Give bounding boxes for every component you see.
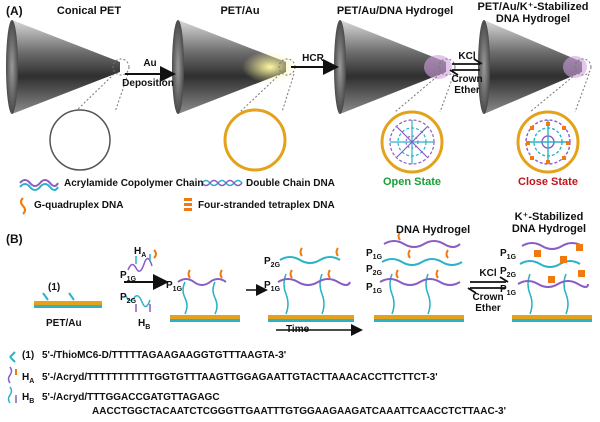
seq-hb-1: 5'-/Acryd/TTTGGACCGATGTTAGAGC	[42, 392, 220, 403]
ha-label: HA	[134, 246, 147, 259]
panel-b-label: (B)	[6, 232, 23, 246]
substrate-2	[170, 269, 240, 322]
title-pet-au: PET/Au	[220, 5, 260, 17]
p1g-label-2: P1G	[166, 280, 183, 293]
seq-ha-icon	[7, 366, 17, 384]
seq-1-icon	[9, 351, 16, 363]
open-state-label: Open State	[382, 176, 442, 188]
panel-a-label: (A)	[6, 4, 23, 18]
inset-gold-channel	[223, 108, 287, 172]
title-k-stabilized-1: PET/Au/K⁺-Stabilized	[477, 1, 589, 13]
arrow-crown-label: Crown	[451, 74, 483, 85]
hb-label: HB	[138, 318, 151, 331]
substrate-1	[34, 292, 102, 308]
p2g-label-2: P2G	[264, 256, 281, 269]
arrow-kcl-b	[467, 276, 509, 294]
legend-copolymer-label: Acrylamide Copolymer Chain	[64, 178, 204, 189]
cone-pet-au	[172, 20, 298, 172]
seq-1-id: (1)	[22, 350, 35, 361]
crown-label-b: Crown	[472, 292, 504, 303]
seq-1: 5'-/ThioMC6-D/TTTTTAGAAGAAGGTGTTTAAGTA-3…	[42, 350, 287, 361]
p2g-label-3: P2G	[366, 264, 383, 277]
p2g-label-1: P2G	[120, 292, 137, 305]
ether-label-b: Ether	[475, 303, 501, 314]
p1g-label-4: P1G	[366, 248, 383, 261]
legend-copolymer-icon	[19, 179, 59, 191]
arrow-au-label: Au	[143, 58, 157, 69]
legend-dsdna-label: Double Chain DNA	[246, 178, 335, 189]
time-label: Time	[286, 324, 310, 335]
cone-conical-pet	[6, 20, 130, 171]
arrow-kcl-label: KCl	[458, 51, 476, 62]
substrate-5	[512, 242, 592, 322]
substrate-4	[374, 231, 464, 322]
p2g-label-4: P2G	[500, 266, 517, 279]
title-dna-hydrogel: PET/Au/DNA Hydrogel	[336, 5, 454, 17]
seq-hb-id: HB	[22, 392, 35, 405]
arrow-kcl-reversible	[449, 58, 483, 76]
seq-ha-id: HA	[22, 372, 35, 385]
substrate-label: PET/Au	[46, 318, 82, 329]
cone-k-stabilized	[478, 20, 592, 174]
arrow-deposition-label: Deposition	[122, 78, 174, 89]
title-k-stabilized-2: DNA Hydrogel	[495, 13, 571, 25]
legend-gquad-label: G-quadruplex DNA	[34, 200, 124, 211]
hairpin-hb	[125, 295, 151, 312]
arrow-ether-label: Ether	[454, 85, 480, 96]
legend-gquad-icon	[20, 197, 26, 215]
arrow-hcr-label: HCR	[302, 53, 324, 64]
p1g-label-5: P1G	[366, 282, 383, 295]
hairpin-ha	[127, 249, 157, 272]
dna-hydrogel-label: DNA Hydrogel	[396, 224, 471, 236]
legend-dsdna-icon	[201, 179, 243, 187]
substrate-3	[268, 247, 354, 322]
legend-tetraplex-label: Four-stranded tetraplex DNA	[198, 200, 335, 211]
p1g-label-7: P1G	[500, 284, 517, 297]
inset-bare-channel	[49, 109, 111, 171]
p1g-label-3: P1G	[264, 280, 281, 293]
kcl-label-b: KCl	[479, 268, 497, 279]
step-1-label: (1)	[48, 282, 61, 293]
seq-hb-2: AACCTGGCTACAATCTCGGGTTGAATTTGTGGAAGAAGAT…	[92, 406, 506, 417]
seq-hb-icon	[7, 386, 17, 404]
cone-dna-hydrogel	[334, 20, 456, 174]
seq-ha: 5'-/Acryd/TTTTTTTTTTTGGTGTTTAAGTTGGAGAAT…	[42, 372, 438, 383]
k-stab-label-2: DNA Hydrogel	[511, 223, 587, 235]
close-state-label: Close State	[518, 176, 578, 188]
k-stab-label-1: K⁺-Stabilized	[514, 211, 584, 223]
p1g-label-6: P1G	[500, 248, 517, 261]
p1g-label-1: P1G	[120, 270, 137, 283]
legend-tetraplex-icon	[184, 198, 192, 211]
title-conical-pet: Conical PET	[56, 5, 122, 17]
